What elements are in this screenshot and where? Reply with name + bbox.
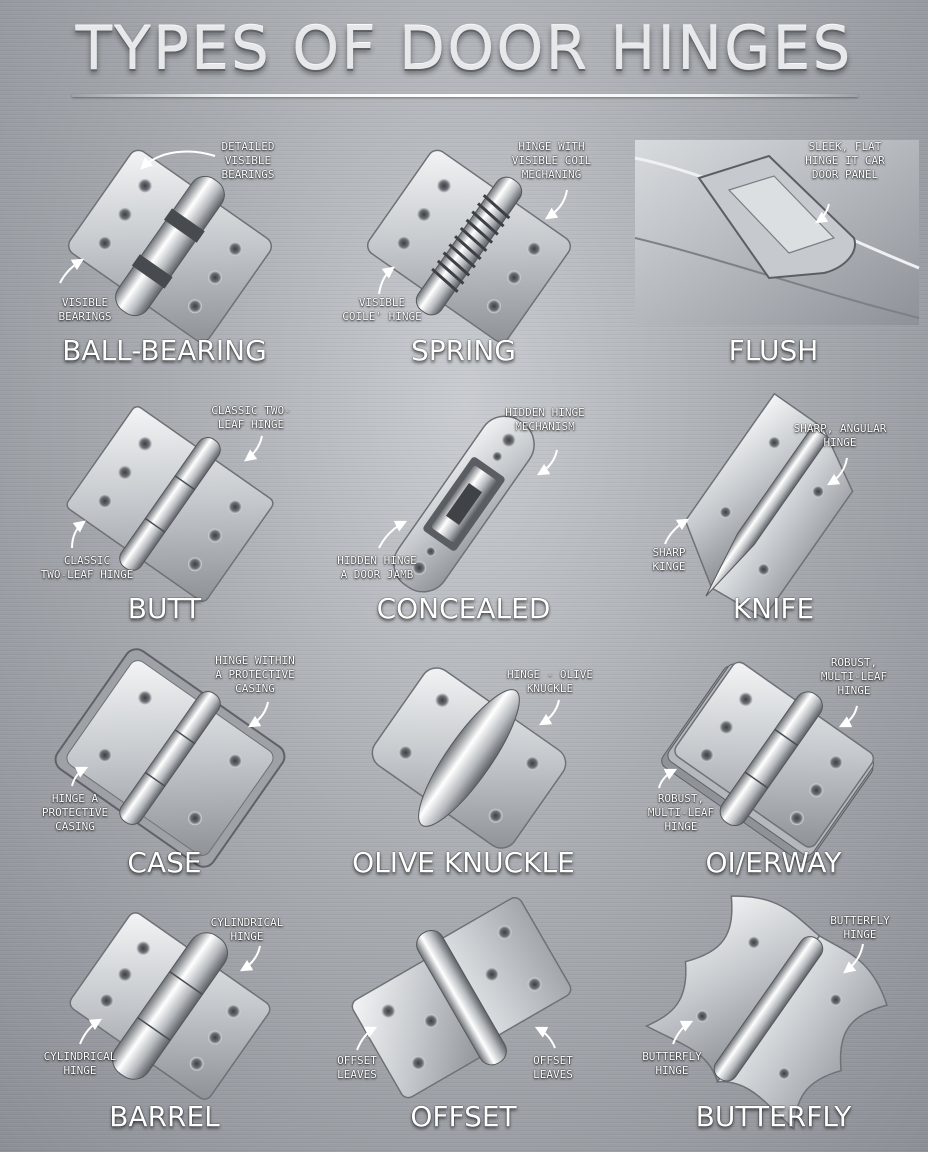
hinge-name-butt: BUTT [127, 592, 202, 625]
callout-offset-left: OFFSET LEAVES [337, 1054, 377, 1081]
callout-spring-top: HINGE WITH VISIBLE COIL MECHANING [511, 140, 592, 181]
hinge-name-concealed: CONCEALED [376, 592, 551, 625]
hinge-card-barrel: CYLINDRICAL HINGE CYLINDRICAL HINGE BARR… [10, 884, 319, 1139]
callout-case-top: HINGE WITHIN A PROTECTIVE CASING [215, 654, 295, 695]
callout-case-bottom: HINGE A PROTECTIVE CASING [41, 792, 109, 833]
hinge-name-olive-knuckle: OLIVE KNUCKLE [352, 846, 575, 879]
hinge-card-concealed: HIDDEN HINGE MECHANISM HIDDEN HINGE A DO… [309, 376, 618, 631]
callout-overlay-bottom: ROBUST, MULTI-LEAF HINGE [647, 792, 715, 833]
flush-hinge-illustration [634, 140, 920, 325]
ball-bearing-hinge-illustration [59, 149, 273, 343]
spring-hinge-illustration [366, 149, 572, 343]
hinge-card-ball-bearing: DETAILED VISIBLE BEARINGS VISIBLE BEARIN… [10, 118, 319, 373]
butt-hinge-illustration [66, 406, 274, 602]
callout-spring-bottom: VISIBLE COILE' HINGE [342, 296, 422, 323]
offset-hinge-illustration [351, 897, 572, 1099]
callout-ball-bearing-top: DETAILED VISIBLE BEARINGS [221, 140, 275, 181]
callout-concealed-top: HIDDEN HINGE MECHANISM [505, 406, 585, 433]
hinge-card-olive-knuckle: HINGE - OLIVE KNUCKLE OLIVE KNUCKLE [309, 630, 618, 885]
callout-olive-knuckle-top: HINGE - OLIVE KNUCKLE [506, 668, 594, 695]
callout-butt-bottom: CLASSIC TWO-LEAF HINGE [40, 554, 134, 581]
olive-knuckle-hinge-illustration [371, 667, 567, 849]
hinge-name-barrel: BARREL [109, 1100, 220, 1133]
knife-hinge-illustration [664, 392, 854, 620]
hinge-name-offset: OFFSET [410, 1100, 517, 1133]
hinge-card-butterfly: BUTTERFLY HINGE BUTTERFLY HINGE BUTTERFL… [619, 884, 928, 1139]
hinge-name-flush: FLUSH [728, 334, 819, 367]
callout-overlay-top: ROBUST, MULTI-LEAF HINGE [820, 656, 888, 697]
page-title: TYPES OF DOOR HINGES [75, 14, 853, 84]
hinge-card-knife: SHARP, ANGULAR HINGE SHARP KINGE KNIFE [619, 376, 928, 631]
hinge-name-case: CASE [127, 846, 202, 879]
hinge-name-overlay: OI/ERWAY [705, 846, 842, 879]
callout-butt-top: CLASSIC TWO- LEAF HINGE [211, 404, 291, 431]
barrel-hinge-illustration [69, 912, 271, 1100]
callout-knife-top: SHARP, ANGULAR HINGE [793, 422, 887, 449]
callout-butterfly-top: BUTTERFLY HINGE [830, 914, 890, 941]
hinge-name-butterfly: BUTTERFLY [695, 1100, 852, 1133]
hinge-card-flush: SLEEK, FLAT HINGE IT CAR DOOR PANEL FLUS… [619, 118, 928, 373]
overlay-hinge-illustration [658, 661, 875, 864]
hinge-name-ball-bearing: BALL-BEARING [62, 334, 267, 367]
butterfly-hinge-illustration [644, 895, 888, 1131]
callout-flush-top: SLEEK, FLAT HINGE IT CAR DOOR PANEL [805, 140, 885, 181]
callout-knife-bottom: SHARP KINGE [652, 546, 686, 573]
callout-offset-right: OFFSET LEAVES [533, 1054, 573, 1081]
hinge-card-butt: CLASSIC TWO- LEAF HINGE CLASSIC TWO-LEAF… [10, 376, 319, 631]
hinge-card-spring: HINGE WITH VISIBLE COIL MECHANING VISIBL… [309, 118, 618, 373]
callout-barrel-top: CYLINDRICAL HINGE [210, 916, 284, 943]
callout-barrel-bottom: CYLINDRICAL HINGE [43, 1050, 117, 1077]
callout-ball-bearing-bottom: VISIBLE BEARINGS [58, 296, 112, 323]
hinge-card-offset: OFFSET LEAVES OFFSET LEAVES OFFSET [309, 884, 618, 1139]
callout-butterfly-bottom: BUTTERFLY HINGE [642, 1050, 702, 1077]
concealed-hinge-illustration [378, 415, 558, 593]
hinge-card-case: HINGE WITHIN A PROTECTIVE CASING HINGE A… [10, 630, 319, 885]
callout-concealed-bottom: HIDDEN HINGE A DOOR JAMB [337, 554, 417, 581]
hinge-name-spring: SPRING [410, 334, 516, 367]
hinge-card-overlay: ROBUST, MULTI-LEAF HINGE ROBUST, MULTI-L… [619, 630, 928, 885]
title-underline [72, 94, 858, 97]
hinge-name-knife: KNIFE [732, 592, 815, 625]
case-hinge-illustration [54, 648, 286, 868]
